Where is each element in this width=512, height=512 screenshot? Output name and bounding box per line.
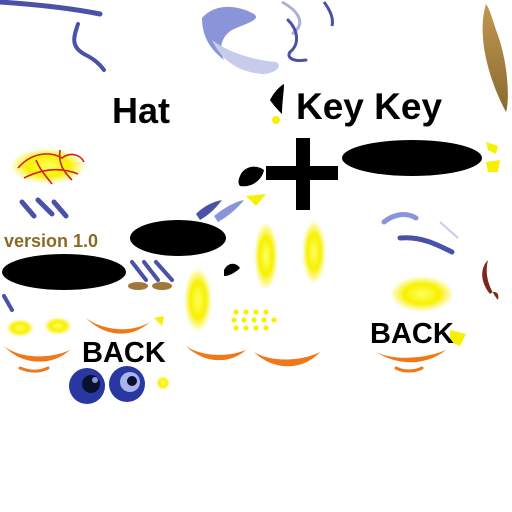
- hair-swirl-icon: [202, 6, 256, 60]
- eyelid-icon: [238, 166, 264, 187]
- glow-blob-icon: [184, 268, 212, 332]
- key-key-label: Key Key: [296, 86, 443, 127]
- glow-blob-icon: [44, 317, 72, 335]
- black-oval-icon: [130, 220, 226, 256]
- eye-icon: [69, 368, 105, 404]
- eyelid-icon: [224, 263, 240, 276]
- version-label: version 1.0: [4, 231, 99, 251]
- eye-icon: [109, 366, 145, 402]
- glow-blob-icon: [486, 142, 498, 154]
- back-label: BACK: [82, 337, 166, 369]
- glow-blob-icon: [272, 116, 280, 124]
- glow-blob-icon: [254, 222, 278, 290]
- plus-sign-icon: [266, 138, 338, 210]
- mouth-smile-icon: [394, 366, 424, 373]
- hair-strand-icon: [0, 0, 103, 17]
- glow-blob-icon: [302, 220, 326, 284]
- black-oval-icon: [342, 140, 482, 176]
- glow-blob-icon: [246, 194, 266, 206]
- hair-strand-icon: [72, 22, 106, 72]
- hair-strand-icon: [19, 197, 69, 219]
- mouth-smile-icon: [4, 346, 70, 362]
- mouth-smile-icon: [18, 366, 50, 373]
- glow-blob-icon: [450, 330, 466, 346]
- hair-strand-icon: [397, 235, 455, 255]
- mouth-smile-icon: [86, 318, 150, 334]
- dot-grid-icon: [231, 309, 277, 331]
- glow-blob-icon: [6, 319, 34, 337]
- back-label-secondary: BACK: [370, 318, 454, 350]
- hair-strand-icon: [130, 260, 174, 282]
- hair-strand-icon: [322, 1, 334, 27]
- hair-strand-icon: [381, 212, 419, 225]
- hair-strand-icon: [281, 0, 302, 36]
- hair-strand-icon: [196, 200, 222, 220]
- hair-strand-icon: [286, 18, 308, 62]
- mouth-smile-icon: [376, 350, 446, 363]
- scribble-icon: [10, 148, 86, 185]
- glow-blob-icon: [486, 160, 500, 172]
- brown-oval-icon: [128, 282, 148, 290]
- hat-label: Hat: [112, 90, 171, 131]
- hair-swirl-icon: [212, 40, 279, 74]
- glow-blob-icon: [154, 316, 164, 326]
- feather-icon: [482, 4, 508, 112]
- mouth-smile-icon: [254, 352, 320, 367]
- brown-oval-icon: [152, 282, 172, 290]
- key-fragment-icon: [270, 84, 284, 114]
- hair-strand-icon: [214, 200, 244, 222]
- black-oval-icon: [2, 254, 126, 290]
- mouth-smile-icon: [186, 346, 246, 361]
- hair-strand-icon: [439, 221, 459, 239]
- glow-blob-icon: [156, 376, 170, 390]
- hair-strand-icon: [2, 294, 14, 312]
- glow-blob-icon: [390, 276, 454, 312]
- maroon-curve-icon: [482, 260, 499, 300]
